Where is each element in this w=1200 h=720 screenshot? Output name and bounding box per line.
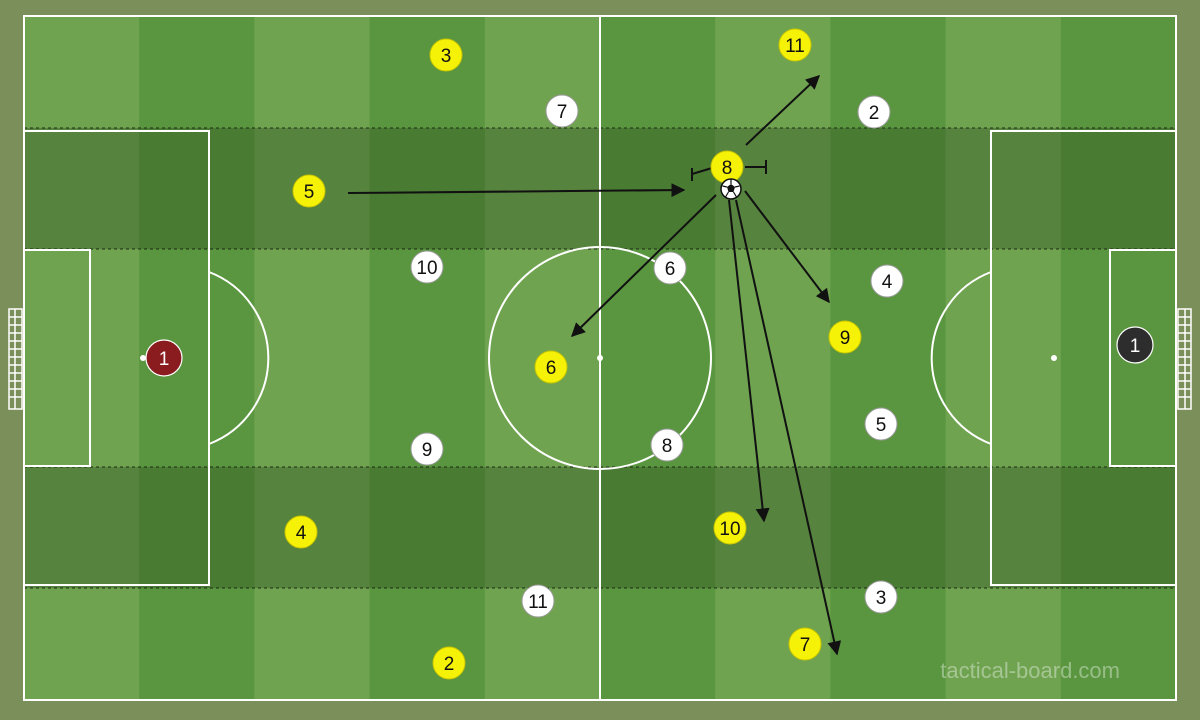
left-penalty-spot	[140, 355, 146, 361]
right-penalty-arc	[930, 271, 992, 445]
pass-arrow-to-9	[744, 190, 830, 304]
white-player-number: 9	[422, 440, 433, 461]
goalkeeper-left[interactable]: 1	[145, 339, 183, 377]
pass-arrow-to-7	[735, 199, 842, 656]
yellow-player-4[interactable]: 4	[284, 515, 318, 549]
white-player-disc	[864, 407, 898, 441]
white-player-disc	[870, 264, 904, 298]
yellow-player-number: 5	[304, 182, 315, 203]
white-player-number: 10	[416, 258, 437, 279]
pitch-stripe	[254, 16, 371, 700]
yellow-player-number: 8	[722, 158, 733, 179]
white-player-10[interactable]: 10	[410, 250, 444, 284]
yellow-player-number: 2	[444, 654, 455, 675]
white-player-number: 2	[869, 103, 880, 124]
white-player-2[interactable]: 2	[857, 95, 891, 129]
right-penalty-spot	[1051, 355, 1057, 361]
yellow-team: 3 11 5 8 6 9 4 10 2 7	[284, 28, 862, 680]
white-player-disc	[653, 251, 687, 285]
white-player-3[interactable]: 3	[864, 580, 898, 614]
pitch-stripe	[715, 16, 831, 700]
white-player-number: 8	[662, 436, 673, 457]
white-player-disc	[650, 428, 684, 462]
white-player-11[interactable]: 11	[521, 584, 555, 618]
left-penalty-arc	[208, 271, 270, 445]
centre-spot	[597, 355, 603, 361]
white-player-number: 5	[876, 415, 887, 436]
white-player-disc	[521, 584, 555, 618]
white-team: 7 2 10 6 4 5 9 8 11 3	[410, 94, 904, 618]
pitch-stripe	[24, 16, 140, 700]
yellow-player-5[interactable]: 5	[292, 174, 326, 208]
yellow-player-number: 7	[800, 635, 811, 656]
pitch-stripe	[600, 16, 716, 700]
left-goal	[8, 308, 23, 410]
white-player-7[interactable]: 7	[545, 94, 579, 128]
yellow-player-disc	[828, 320, 862, 354]
pass-arrow-to-10	[728, 199, 770, 523]
yellow-player-disc	[429, 38, 463, 72]
white-player-9[interactable]: 9	[410, 432, 444, 466]
centre-circle	[488, 246, 712, 470]
yellow-player-number: 9	[840, 328, 851, 349]
white-player-disc	[410, 432, 444, 466]
watermark: tactical-board.com	[940, 658, 1120, 683]
yellow-player-3[interactable]: 3	[429, 38, 463, 72]
left-goal-area	[23, 249, 91, 467]
pass-arrow-to-6	[570, 194, 717, 337]
yellow-player-disc	[713, 511, 747, 545]
yellow-player-6[interactable]: 6	[534, 350, 568, 384]
white-player-number: 11	[528, 592, 548, 613]
yellow-player-number: 4	[296, 523, 307, 544]
goalkeeper-left-number: 1	[159, 349, 170, 370]
yellow-player-disc	[788, 627, 822, 661]
white-player-8[interactable]: 8	[650, 428, 684, 462]
yellow-player-disc	[778, 28, 812, 62]
goalkeeper-right-number: 1	[1130, 336, 1141, 357]
yellow-player-disc	[534, 350, 568, 384]
yellow-player-8[interactable]: 8	[710, 150, 744, 184]
white-player-6[interactable]: 6	[653, 251, 687, 285]
white-player-number: 4	[882, 272, 893, 293]
run-arrow-5	[347, 183, 686, 198]
goalkeeper-right[interactable]: 1	[1116, 326, 1154, 364]
pitch-stripe	[1060, 16, 1177, 700]
yellow-player-number: 3	[441, 46, 452, 67]
pass-arrow-to-11	[745, 75, 821, 146]
pitch-stripe	[369, 16, 486, 700]
pitch-spots	[140, 355, 1057, 361]
yellow-player-disc	[292, 174, 326, 208]
white-player-number: 3	[876, 588, 887, 609]
yellow-player-disc	[432, 646, 466, 680]
white-player-disc	[545, 94, 579, 128]
block-marker-left	[691, 167, 713, 175]
yellow-player-11[interactable]: 11	[778, 28, 812, 62]
white-player-disc	[864, 580, 898, 614]
white-player-disc	[410, 250, 444, 284]
right-goal-area	[1109, 249, 1177, 467]
soccer-ball-icon[interactable]	[720, 178, 742, 200]
yellow-player-9[interactable]: 9	[828, 320, 862, 354]
passing-arrows	[347, 75, 842, 656]
white-player-5[interactable]: 5	[864, 407, 898, 441]
yellow-player-number: 6	[546, 358, 557, 379]
yellow-player-number: 10	[719, 519, 740, 540]
white-player-number: 7	[557, 102, 568, 123]
yellow-player-7[interactable]: 7	[788, 627, 822, 661]
yellow-player-2[interactable]: 2	[432, 646, 466, 680]
right-goal	[1177, 308, 1192, 410]
white-player-4[interactable]: 4	[870, 264, 904, 298]
yellow-player-disc	[284, 515, 318, 549]
yellow-player-number: 11	[785, 36, 805, 57]
yellow-player-10[interactable]: 10	[713, 511, 747, 545]
white-player-disc	[857, 95, 891, 129]
pitch-stripe	[945, 16, 1062, 700]
white-player-number: 6	[665, 259, 676, 280]
